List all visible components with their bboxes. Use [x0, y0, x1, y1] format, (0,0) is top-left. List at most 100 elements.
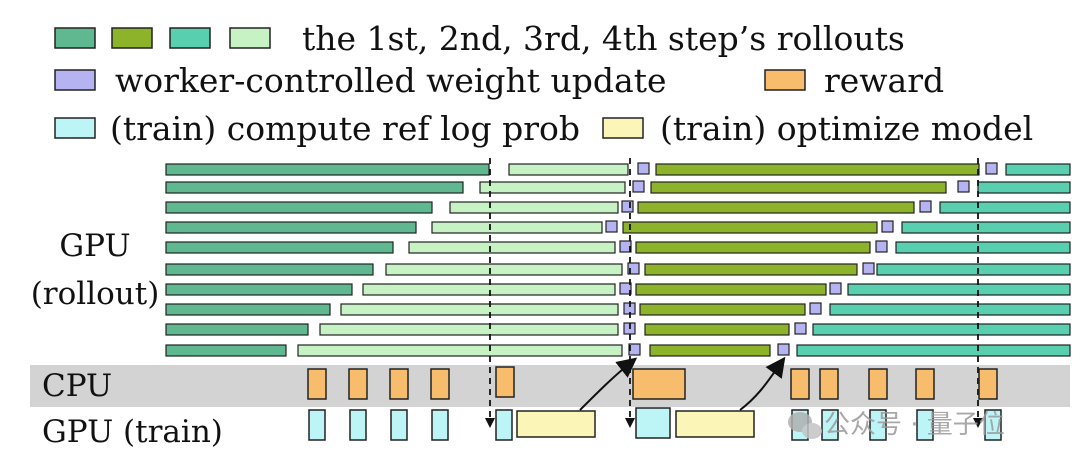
ref-log-prob-box [984, 409, 1002, 441]
legend-swatch-step1 [54, 27, 96, 49]
rollout-bar [649, 344, 771, 357]
rollout-bar [165, 181, 464, 194]
legend-weight-update-label: worker-controlled weight update [115, 61, 667, 100]
legend-reward-label: reward [824, 61, 944, 100]
reward-box [307, 368, 327, 400]
optimize-box [675, 410, 755, 438]
gpu-rollout-label-line1: GPU [59, 228, 130, 264]
legend-rollouts-label: the 1st, 2nd, 3rd, 4th step’s rollouts [302, 19, 905, 58]
rollout-bar [847, 283, 1071, 296]
cpu-reward-lane [307, 366, 998, 400]
rollout-bar [165, 263, 374, 276]
legend-swatch-weight-update [54, 69, 96, 91]
weight-update-box [628, 343, 641, 356]
rollout-bar [165, 163, 490, 176]
rollout-bar [165, 303, 331, 316]
reward-box [430, 368, 450, 400]
watermark-text: 公众号 · 量子位 [824, 410, 1005, 440]
down-arrow [625, 418, 635, 428]
rollout-lanes [165, 162, 1071, 357]
rollout-bar [901, 221, 1071, 234]
legend-ref-log-prob-label: (train) compute ref log prob [110, 109, 580, 148]
rollout-bar [165, 201, 433, 214]
weight-update-box [794, 322, 807, 335]
rollout-bar [508, 163, 629, 176]
legend-swatch-step2 [111, 27, 153, 49]
ref-log-prob-box [635, 407, 671, 439]
rollout-bar [637, 201, 915, 214]
rollout-bar [165, 241, 394, 254]
rollout-bar [165, 221, 417, 234]
weight-update-box [862, 262, 875, 275]
sync-lines [489, 158, 979, 422]
weight-update-box [627, 262, 640, 275]
reward-box [819, 368, 839, 400]
rollout-bar [319, 323, 619, 336]
rollout-bar [1005, 163, 1071, 176]
update-arrow [739, 356, 786, 411]
rollout-bar [431, 221, 603, 234]
rollout-bar [297, 344, 623, 357]
legend-swatch-ref-log-prob [54, 117, 96, 139]
reward-box [978, 368, 998, 400]
legend-swatch-reward [764, 69, 806, 91]
gpu-train-label: GPU (train) [42, 414, 223, 450]
weight-update-box [919, 200, 932, 213]
cpu-label: CPU [42, 368, 112, 404]
optimize-box [516, 410, 596, 438]
gpu-rollout-label-line2: (rollout) [31, 276, 160, 312]
ref-log-prob-box [431, 409, 449, 441]
ref-log-prob-box [349, 409, 367, 441]
rollout-bar [362, 283, 616, 296]
weight-update-box [881, 220, 894, 233]
down-arrow [973, 418, 983, 428]
reward-box [915, 368, 935, 400]
rollout-bar [449, 201, 619, 214]
rollout-bar [639, 303, 806, 316]
reward-box [790, 368, 810, 400]
reward-box [348, 368, 368, 400]
ref-log-prob-box [308, 409, 326, 441]
weight-update-box [777, 343, 790, 356]
update-arrow [579, 357, 638, 411]
ref-log-prob-box [821, 409, 839, 441]
rollout-bar [340, 303, 619, 316]
legend-swatch-optimize [602, 117, 644, 139]
rollout-bar [895, 241, 1071, 254]
weight-update-box [619, 282, 632, 295]
reward-box [389, 368, 409, 400]
weight-update-box [619, 240, 632, 253]
rollout-bar [812, 323, 1071, 336]
rollout-bar [977, 181, 1071, 194]
reward-box [868, 368, 888, 400]
weight-update-box [632, 180, 645, 193]
rollout-bar [796, 344, 1071, 357]
wechat-icon [788, 412, 822, 439]
weight-update-box [875, 240, 888, 253]
rollout-bar [829, 303, 1071, 316]
rollout-bar [635, 283, 827, 296]
cpu-band [30, 365, 1070, 407]
watermark: 公众号 · 量子位 [788, 410, 1005, 440]
ref-log-prob-box [916, 409, 934, 441]
rollout-bar [644, 263, 858, 276]
legend: the 1st, 2nd, 3rd, 4th step’s rollouts w… [54, 19, 1033, 148]
legend-swatch-step3 [169, 27, 211, 49]
rollout-bar [939, 201, 1071, 214]
weight-update-box [637, 162, 650, 175]
ref-log-prob-box [390, 409, 408, 441]
weight-update-box [621, 200, 634, 213]
rollout-bar [165, 323, 309, 336]
legend-optimize-label: (train) optimize model [660, 109, 1033, 148]
weight-update-box [605, 220, 618, 233]
down-arrows [485, 418, 983, 428]
reward-box [495, 366, 515, 398]
rollout-bar [655, 163, 980, 176]
legend-swatch-step4 [229, 27, 271, 49]
rollout-bar [408, 241, 616, 254]
weight-update-box [957, 180, 970, 193]
rollout-bar [876, 263, 1071, 276]
rollout-bar [622, 221, 878, 234]
rollout-bar [385, 263, 623, 276]
